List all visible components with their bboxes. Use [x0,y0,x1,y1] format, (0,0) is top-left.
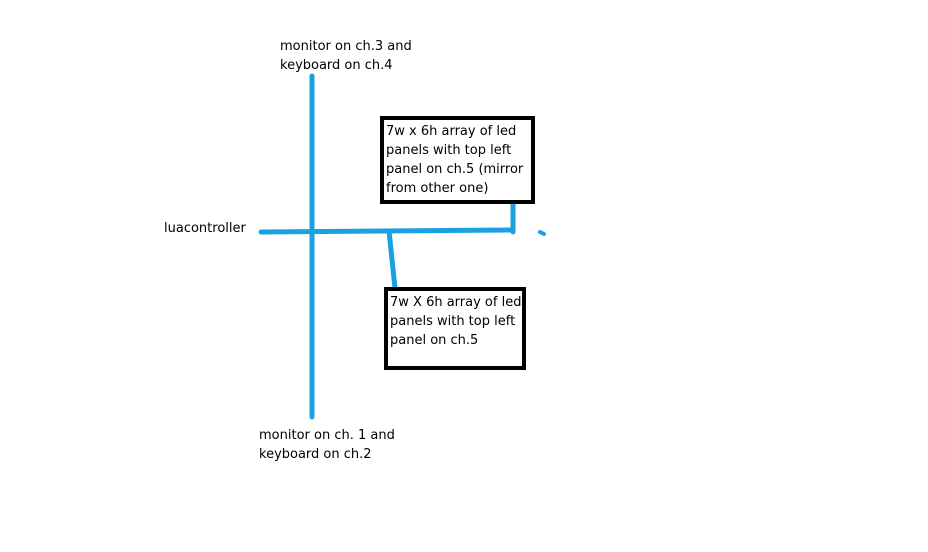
main-led-array-box: 7w X 6h array of led panels with top lef… [384,287,526,370]
bottom-monitor-label: monitor on ch. 1 and keyboard on ch.2 [259,428,395,462]
main-led-array-text: 7w X 6h array of led panels with top lef… [390,295,522,348]
mirror-led-array-box: 7w x 6h array of led panels with top lef… [380,116,535,204]
stray-dot [538,230,546,236]
top-monitor-label: monitor on ch.3 and keyboard on ch.4 [280,39,412,73]
branch-wire-down [386,228,398,291]
luacontroller-label: luacontroller [164,221,246,236]
mirror-led-array-text: 7w x 6h array of led panels with top lef… [386,124,524,196]
